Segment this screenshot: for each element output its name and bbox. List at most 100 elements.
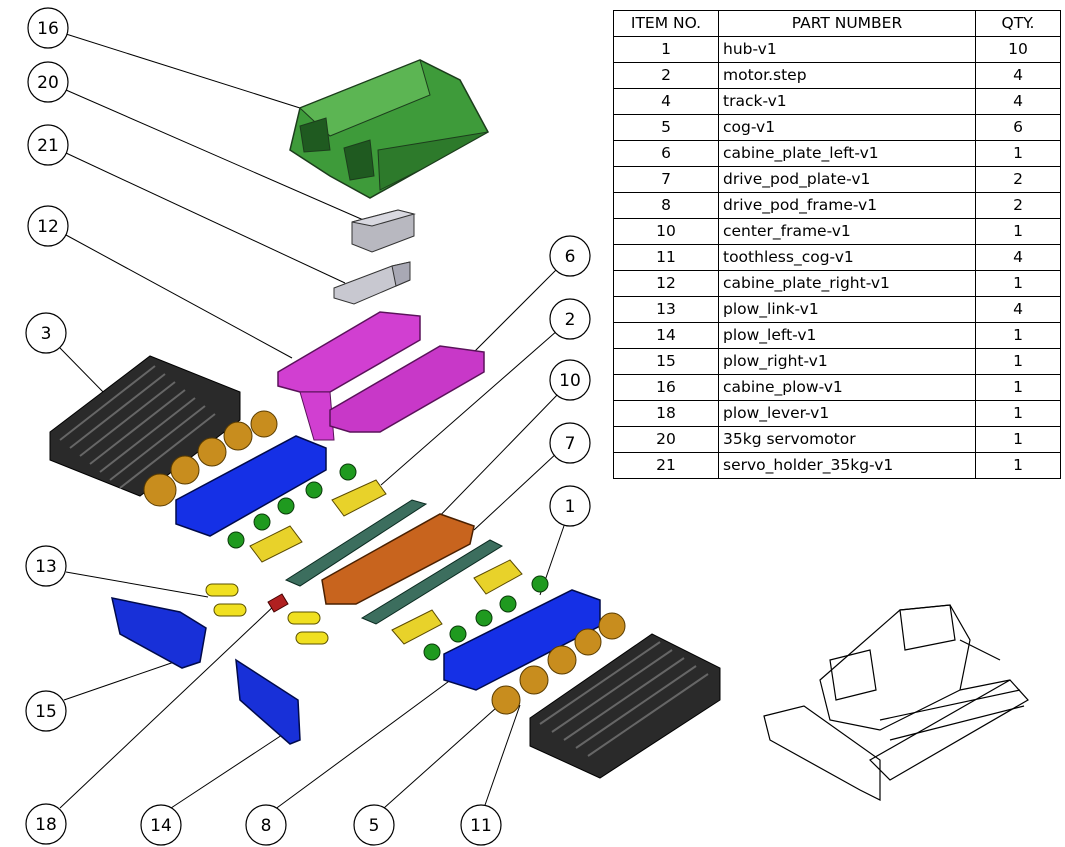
hub-group [227,463,549,661]
balloon-label: 3 [41,324,52,344]
cog-group-left [143,410,278,507]
bom-quantity: 1 [975,322,1061,349]
bom-item-number: 11 [613,244,719,271]
cabin-plow-part [289,59,490,199]
bom-header-item: ITEM NO. [613,10,719,37]
bom-item-number: 13 [613,296,719,323]
track-left-part [49,355,241,497]
bom-part-number: cabine_plow-v1 [718,374,976,401]
bom-item-number: 4 [613,88,719,115]
balloon-label: 6 [565,247,576,267]
balloon-18: 18 [25,803,67,845]
balloon-7: 7 [549,422,591,464]
bom-part-number: 35kg servomotor [718,426,976,453]
balloon-label: 5 [369,816,380,836]
balloon-10: 10 [549,359,591,401]
balloon-label: 16 [37,19,59,39]
balloon-circle [25,690,67,732]
plow-right-part [111,597,207,669]
balloon-20: 20 [27,61,69,103]
bom-part-number: plow_link-v1 [718,296,976,323]
balloon-6: 6 [549,235,591,277]
bom-header-part: PART NUMBER [718,10,976,37]
bom-part-number: cabine_plate_right-v1 [718,270,976,297]
track-right-part [529,633,721,779]
balloon-label: 1 [565,497,576,517]
balloon-label: 18 [35,815,57,835]
cabine-plate-right-part [277,311,421,441]
bom-item-number: 8 [613,192,719,219]
bom-quantity: 4 [975,62,1061,89]
bom-quantity: 2 [975,192,1061,219]
bom-part-number: plow_lever-v1 [718,400,976,427]
bom-quantity: 1 [975,270,1061,297]
bom-quantity: 1 [975,452,1061,479]
bom-quantity: 1 [975,374,1061,401]
bom-item-number: 15 [613,348,719,375]
balloon-1: 1 [549,485,591,527]
balloon-16: 16 [27,7,69,49]
balloon-15: 15 [25,690,67,732]
balloon-label: 10 [559,371,581,391]
balloon-13: 13 [25,545,67,587]
balloon-14: 14 [140,804,182,846]
balloon-circle [460,804,502,846]
bom-part-number: cog-v1 [718,114,976,141]
bom-item-number: 1 [613,36,719,63]
bom-quantity: 1 [975,140,1061,167]
leader-lines [59,33,567,811]
bom-quantity: 1 [975,426,1061,453]
balloon-8: 8 [245,804,287,846]
balloon-label: 8 [261,816,272,836]
balloon-21: 21 [27,124,69,166]
bom-part-number: center_frame-v1 [718,218,976,245]
balloon-circle [27,124,69,166]
balloon-circle [549,485,591,527]
cabine-plate-left-part [329,345,485,433]
balloon-label: 15 [35,702,57,722]
balloon-circle [25,545,67,587]
balloon-circle [549,359,591,401]
bom-part-number: toothless_cog-v1 [718,244,976,271]
bom-item-number: 10 [613,218,719,245]
balloon-label: 20 [37,73,59,93]
bom-part-number: drive_pod_frame-v1 [718,192,976,219]
bom-quantity: 4 [975,296,1061,323]
bom-part-number: drive_pod_plate-v1 [718,166,976,193]
bom-part-number: cabine_plate_left-v1 [718,140,976,167]
balloon-label: 7 [565,434,576,454]
bom-part-number: track-v1 [718,88,976,115]
bom-item-number: 12 [613,270,719,297]
bom-item-number: 6 [613,140,719,167]
bom-quantity: 4 [975,88,1061,115]
balloon-5: 5 [353,804,395,846]
cog-group-right [491,612,626,715]
bom-quantity: 1 [975,218,1061,245]
bom-item-number: 5 [613,114,719,141]
drive-pod-plate-group [284,499,504,625]
bom-quantity: 10 [975,36,1061,63]
balloon-circle [27,7,69,49]
center-frame-part [321,513,475,605]
bom-quantity: 1 [975,348,1061,375]
bom-item-number: 16 [613,374,719,401]
balloon-label: 14 [150,816,172,836]
balloon-12: 12 [27,205,69,247]
bom-item-number: 14 [613,322,719,349]
balloon-circle [25,803,67,845]
balloon-circle [245,804,287,846]
bom-part-number: plow_right-v1 [718,348,976,375]
drive-pod-frame-left-part [175,435,327,537]
balloon-circle [27,61,69,103]
